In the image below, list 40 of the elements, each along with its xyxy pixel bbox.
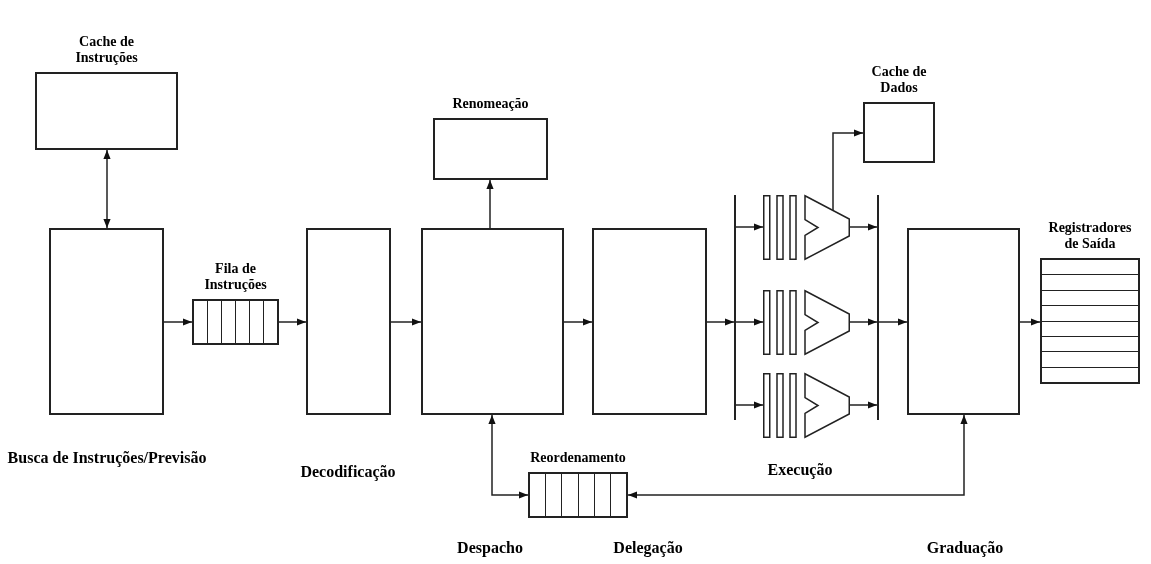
bus-line xyxy=(734,195,736,420)
arrow xyxy=(390,318,422,326)
arrow xyxy=(735,401,764,409)
arrow xyxy=(832,129,864,211)
stage-block xyxy=(592,228,707,415)
block-title: Fila de Instruções xyxy=(203,260,268,293)
arrow xyxy=(627,414,968,499)
arrow xyxy=(488,414,529,499)
stage-block xyxy=(421,228,564,415)
execution-unit-drawing xyxy=(763,195,850,260)
arrow xyxy=(1019,318,1041,326)
arrow xyxy=(735,223,764,231)
block-title: Cache de Dados xyxy=(870,63,928,96)
arrow xyxy=(163,318,193,326)
block-title: Renomeação xyxy=(452,95,529,112)
arrow xyxy=(103,149,111,229)
block-title: Cache de Instruções xyxy=(74,33,139,66)
section-label: Execução xyxy=(766,460,834,480)
arrow xyxy=(849,318,878,326)
stage-block xyxy=(907,228,1020,415)
section-label: Graduação xyxy=(925,538,1005,558)
arrow xyxy=(486,179,494,229)
execution-unit-drawing xyxy=(763,290,850,355)
arrow xyxy=(278,318,307,326)
section-label: Despacho xyxy=(456,538,524,558)
stage-label: Busca de Instruções/Previsão xyxy=(7,448,207,468)
stage-block xyxy=(49,228,164,415)
arrow xyxy=(878,318,908,326)
execution-unit-drawing xyxy=(763,373,850,438)
arrow xyxy=(706,318,735,326)
block-title: Reordenamento xyxy=(530,449,626,466)
stage-label: Decodificação xyxy=(299,462,397,482)
arrow xyxy=(735,318,764,326)
bus-line xyxy=(877,195,879,420)
arrow xyxy=(849,401,878,409)
stage-block xyxy=(306,228,391,415)
block-title: Registradores de Saída xyxy=(1047,219,1133,252)
section-label: Delegação xyxy=(612,538,684,558)
arrow xyxy=(849,223,878,231)
arrow xyxy=(563,318,593,326)
